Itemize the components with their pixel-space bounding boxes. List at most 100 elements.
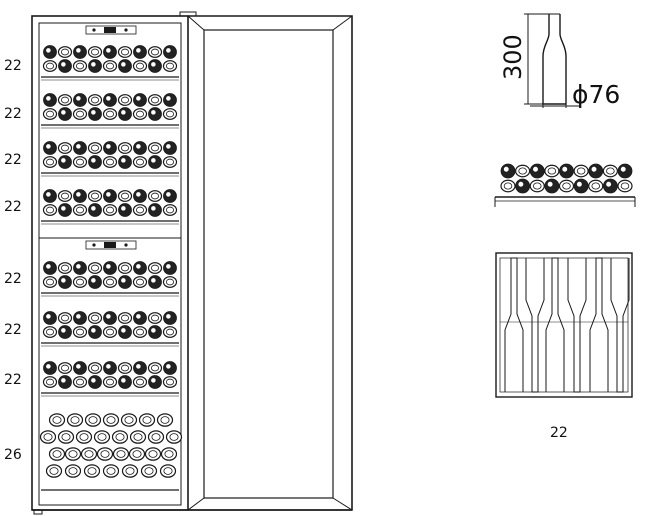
bottle-end	[148, 107, 162, 121]
bottle-end	[75, 430, 93, 444]
bottle-end	[121, 464, 139, 478]
bottle-end	[88, 155, 102, 169]
bottle-end	[42, 326, 58, 338]
bottle-end	[117, 312, 133, 324]
bottle-end	[118, 107, 132, 121]
bottle-end	[73, 45, 87, 59]
bottle-end	[515, 164, 531, 178]
bottle-end	[103, 311, 117, 325]
bottle-end	[515, 178, 531, 194]
bottle-end	[66, 413, 84, 427]
bottle-end	[156, 413, 174, 427]
bottle-diameter-label: ϕ76	[572, 80, 620, 109]
bottle-dimension-drawing	[524, 13, 580, 108]
bottle-end	[159, 464, 177, 478]
bottle-end	[103, 141, 117, 155]
cabinet-door-glass	[203, 29, 334, 499]
bottle-end	[48, 447, 66, 461]
rack-bottle	[567, 258, 587, 393]
bottle-end	[43, 361, 57, 375]
bottle-end	[72, 204, 88, 216]
bottle-end	[165, 430, 183, 444]
bottle-end	[118, 375, 132, 389]
bottle-end	[162, 276, 178, 288]
bottle-end	[84, 413, 102, 427]
bottle-end	[573, 164, 589, 178]
bottle-end	[73, 261, 87, 275]
bottle-end	[140, 464, 158, 478]
bottle-end	[42, 156, 58, 168]
bottle-end	[117, 94, 133, 106]
bottle-end	[573, 178, 589, 194]
bottle-end	[118, 155, 132, 169]
bottle-end	[72, 108, 88, 120]
bottle-end	[147, 430, 165, 444]
bottle-end	[133, 45, 147, 59]
bottle-outline	[542, 14, 567, 105]
bottle-end	[132, 204, 148, 216]
bottle-end	[602, 164, 618, 178]
bottle-height-label: 300	[499, 34, 527, 80]
bottle-end	[112, 447, 130, 461]
bottle-end	[102, 413, 120, 427]
bottle-end	[87, 46, 103, 58]
bottle-end	[138, 413, 156, 427]
bottle-end	[147, 312, 163, 324]
bottle-end	[103, 93, 117, 107]
bottle-end	[162, 326, 178, 338]
bottle-end	[43, 93, 57, 107]
bottle-end	[73, 141, 87, 155]
bottle-end	[87, 94, 103, 106]
bottle-end	[39, 430, 57, 444]
bottle-end	[87, 190, 103, 202]
bottle-end	[132, 376, 148, 388]
bottle-end	[43, 261, 57, 275]
bottle-end	[57, 430, 75, 444]
bottle-end	[132, 156, 148, 168]
bottle-end	[103, 361, 117, 375]
rack-bottles	[500, 257, 630, 393]
bottle-end	[162, 204, 178, 216]
bottle-end	[43, 141, 57, 155]
bottle-end	[111, 430, 129, 444]
bottle-end	[117, 190, 133, 202]
bottle-end	[42, 376, 58, 388]
bottle-end	[58, 203, 72, 217]
bottle-end	[160, 447, 178, 461]
bottle-end	[42, 108, 58, 120]
bottle-end	[500, 179, 516, 193]
bottle-end	[544, 178, 560, 194]
bottle-end	[102, 204, 118, 216]
shelf-2	[41, 93, 179, 129]
bottle-end	[80, 447, 98, 461]
bottle-end	[118, 325, 132, 339]
bottle-end	[147, 262, 163, 274]
bottle-end	[45, 464, 63, 478]
bottle-end	[120, 413, 138, 427]
bottle-end	[559, 163, 574, 179]
bottle-end	[132, 326, 148, 338]
bottle-end	[88, 107, 102, 121]
bottle-end	[529, 179, 545, 193]
bottle-end	[57, 190, 73, 202]
bottle-end	[42, 60, 58, 72]
bottle-end	[133, 141, 147, 155]
bottle-end	[87, 312, 103, 324]
bottle-end	[88, 203, 102, 217]
bottle-end	[148, 375, 162, 389]
bottle-end	[133, 189, 147, 203]
bottle-end	[148, 155, 162, 169]
cabinet-body	[31, 11, 353, 515]
cabinet-foot-left	[33, 509, 43, 515]
cabinet-door-bevel	[187, 15, 353, 511]
bottle-end	[102, 464, 120, 478]
bottle-end	[148, 325, 162, 339]
bottle-end	[529, 163, 545, 179]
bottle-end	[72, 326, 88, 338]
bottle-end	[96, 447, 114, 461]
bottle-end	[72, 376, 88, 388]
bottle-end	[57, 312, 73, 324]
control-panel-top	[85, 25, 137, 35]
bottle-end	[500, 163, 516, 179]
bottle-end	[163, 141, 177, 155]
